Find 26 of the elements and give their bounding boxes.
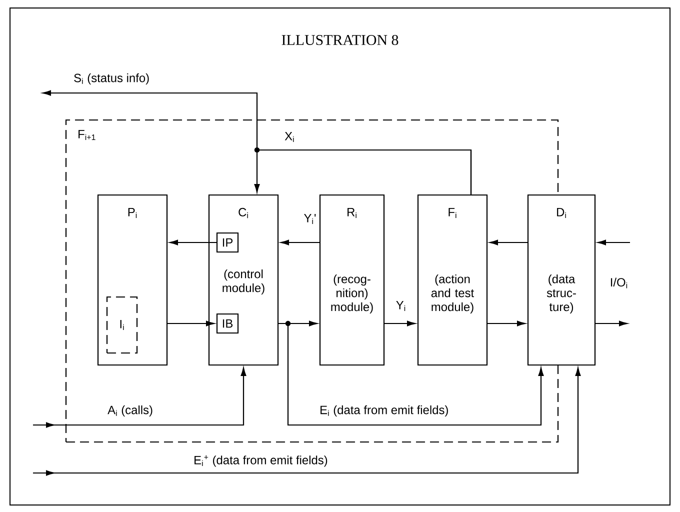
edge-label: S$_{i}$ (status info) bbox=[72, 72, 151, 86]
port-box: IB bbox=[216, 313, 239, 334]
arrow bbox=[167, 320, 214, 326]
edge-label: E$_{i}$$^{+}$ (data from emit fields) bbox=[192, 454, 329, 468]
module-box: R$_{i}$ (recog- nition) module) bbox=[319, 194, 385, 366]
title: ILLUSTRATION 8 bbox=[282, 34, 398, 46]
arrow bbox=[487, 320, 526, 326]
arrow bbox=[42, 90, 472, 195]
arrow bbox=[595, 320, 628, 326]
module-box: F$_{i}$ (action and test module) bbox=[417, 194, 488, 366]
arrow bbox=[33, 368, 581, 476]
arrow bbox=[280, 240, 320, 246]
arrow bbox=[384, 320, 416, 326]
port-box: IP bbox=[216, 232, 239, 253]
edge-label: X$_{i}$ bbox=[284, 130, 296, 143]
dashed-box: I$_{i}$ bbox=[106, 296, 138, 354]
edge-label: Y$_{i}$' bbox=[302, 212, 318, 225]
arrow bbox=[490, 240, 528, 246]
signal-label: I/O$_{i}$ bbox=[610, 278, 628, 288]
module-box: D$_{i}$ (data struc- ture) bbox=[527, 194, 596, 366]
arrow bbox=[170, 240, 217, 246]
arrow bbox=[33, 368, 246, 428]
edge-label: A$_{i}$ (calls) bbox=[106, 404, 154, 418]
edge-label: Y$_{i}$ bbox=[394, 300, 408, 312]
edge-label: E$_{i}$ (data from emit fields) bbox=[318, 404, 450, 418]
arrow bbox=[598, 240, 630, 246]
